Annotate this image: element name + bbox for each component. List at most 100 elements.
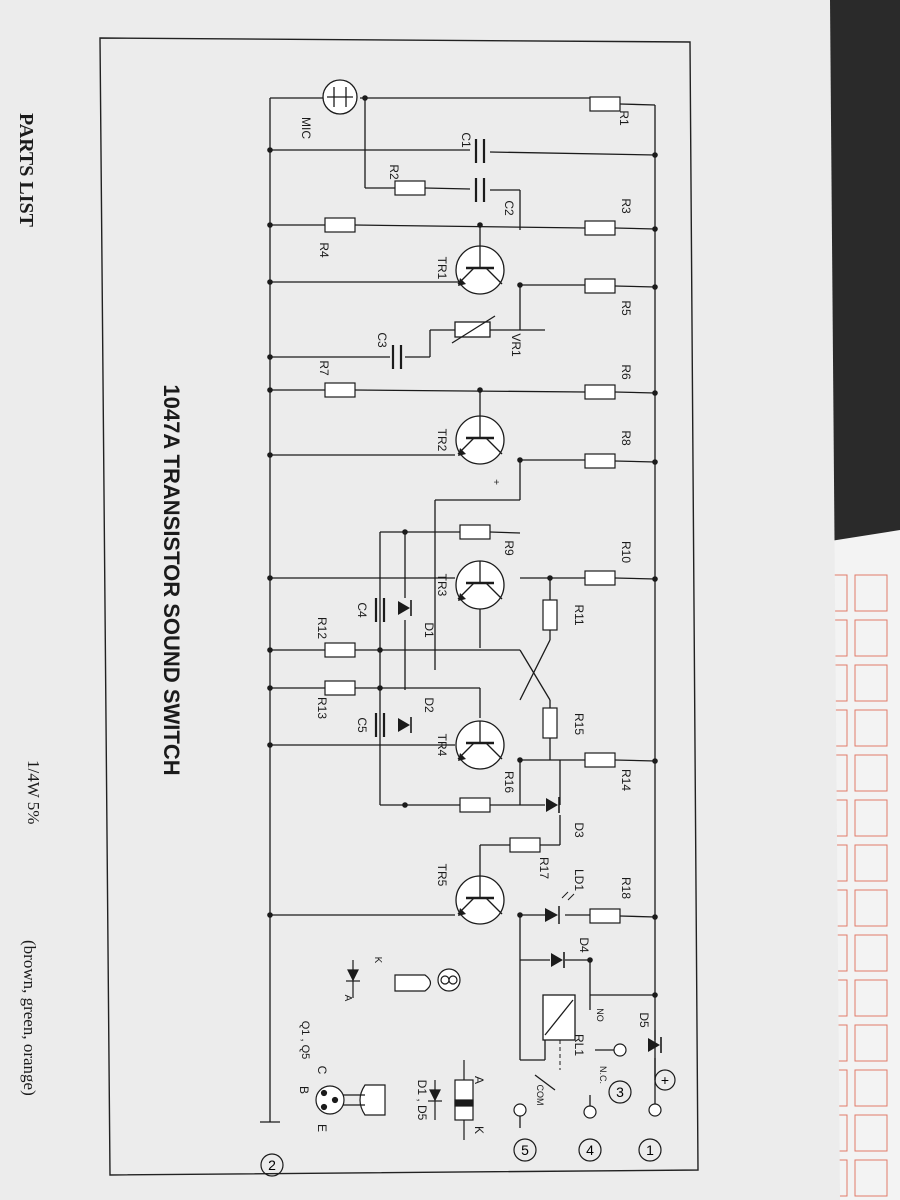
terminal-1: 1 <box>646 1142 654 1158</box>
wiring <box>260 97 656 1128</box>
diode-d1 <box>398 600 412 616</box>
diode-d2 <box>398 717 412 733</box>
legend-transistor-b: B <box>297 1086 311 1094</box>
legend-transistor-parts: Q1 , Q5 <box>299 1021 311 1060</box>
label-r8: R8 <box>619 430 633 446</box>
label-r17: R17 <box>537 857 551 879</box>
led-ld1 <box>545 891 575 924</box>
resistor-r6 <box>584 384 616 400</box>
terminal-3: 3 <box>616 1084 624 1100</box>
label-relay: RL1 <box>572 1034 586 1056</box>
label-r15: R15 <box>572 713 586 735</box>
relay-coil <box>542 994 576 1070</box>
label-r1: R1 <box>617 110 631 126</box>
border-frame <box>99 37 699 1176</box>
callouts: + 1 2 3 4 5 <box>260 1069 676 1177</box>
resistor-r10 <box>584 570 616 586</box>
potentiometer-vr1 <box>451 315 496 344</box>
junction-dots <box>267 95 658 998</box>
label-d1: D1 <box>422 622 436 638</box>
label-r18: R18 <box>619 877 633 899</box>
label-r6: R6 <box>619 364 633 380</box>
resistor-r5 <box>584 278 616 294</box>
microphone <box>322 79 358 115</box>
legend-led-a: A <box>342 995 353 1002</box>
resistor-r14 <box>584 752 616 768</box>
label-r7: R7 <box>317 360 331 376</box>
capacitor-c1 <box>474 139 486 163</box>
transistors <box>455 245 505 925</box>
capacitors <box>374 139 486 737</box>
capacitor-c5 <box>374 713 386 737</box>
label-d2: D2 <box>422 697 436 713</box>
diode-d5 <box>648 1037 662 1053</box>
label-c5: C5 <box>355 717 369 733</box>
label-mic: MIC <box>299 117 313 139</box>
label-r13: R13 <box>315 697 329 719</box>
label-com: COM <box>535 1085 545 1106</box>
label-c4: C4 <box>355 602 369 618</box>
resistor-r7 <box>324 382 356 398</box>
parts-line-fragment: (brown, green, orange) <box>20 940 39 1096</box>
resistor-r15 <box>542 707 558 739</box>
label-tr1: TR1 <box>435 257 449 280</box>
label-d4: D4 <box>577 937 591 953</box>
pinout-legend <box>315 960 474 1140</box>
legend-transistor-c: C <box>315 1066 329 1075</box>
transistor-tr3 <box>455 560 505 610</box>
label-d3: D3 <box>572 822 586 838</box>
resistor-r12 <box>324 642 356 658</box>
plus-terminal-mark: + <box>661 1072 669 1088</box>
terminals <box>513 1043 662 1119</box>
label-tr4: TR4 <box>435 734 449 757</box>
transistor-tr1 <box>455 245 505 295</box>
label-tr3: TR3 <box>435 574 449 597</box>
labels: 1047A TRANSISTOR SOUND SWITCH PARTS LIST… <box>15 110 651 1134</box>
resistor-r11 <box>542 599 558 631</box>
label-tr5: TR5 <box>435 864 449 887</box>
transistor-tr4 <box>455 720 505 770</box>
label-pot: VR1 <box>509 333 523 357</box>
polarity-plus: + <box>490 479 501 485</box>
resistor-r1 <box>589 96 621 112</box>
resistor-r3 <box>584 220 616 236</box>
legend-transistor-e: E <box>315 1124 329 1132</box>
transistor-tr5 <box>455 875 505 925</box>
label-nc: N.C. <box>598 1066 608 1084</box>
label-r2: R2 <box>387 164 401 180</box>
legend-diode-k: K <box>472 1126 486 1134</box>
capacitor-c3 <box>391 345 403 369</box>
diodes <box>398 600 662 1053</box>
label-r5: R5 <box>619 300 633 316</box>
terminal-4: 4 <box>586 1142 594 1158</box>
terminal-5: 5 <box>521 1142 529 1158</box>
label-tr2: TR2 <box>435 429 449 452</box>
resistor-r13 <box>324 680 356 696</box>
label-r4: R4 <box>317 242 331 258</box>
label-d5: D5 <box>637 1012 651 1028</box>
label-c2: C2 <box>502 200 516 216</box>
label-r9: R9 <box>502 540 516 556</box>
paper <box>0 0 840 1200</box>
legend-led-k: K <box>372 957 383 964</box>
diode-d4 <box>551 952 565 968</box>
terminal-2: 2 <box>268 1157 276 1173</box>
label-r3: R3 <box>619 198 633 214</box>
resistors <box>324 96 621 924</box>
label-r11: R11 <box>572 604 586 625</box>
resistor-r18 <box>589 908 621 924</box>
resistor-r8 <box>584 453 616 469</box>
legend-diode-a: A <box>472 1076 486 1084</box>
label-no: NO <box>595 1008 605 1022</box>
diode-d3 <box>546 797 560 813</box>
label-r16: R16 <box>502 771 516 793</box>
label-r14: R14 <box>619 769 633 791</box>
label-c1: C1 <box>459 132 473 148</box>
label-c3: C3 <box>375 332 389 348</box>
resistor-r4 <box>324 217 356 233</box>
legend-diode-parts: D1 , D5 <box>415 1080 429 1121</box>
capacitor-c2 <box>474 178 486 202</box>
label-r12: R12 <box>315 617 329 639</box>
